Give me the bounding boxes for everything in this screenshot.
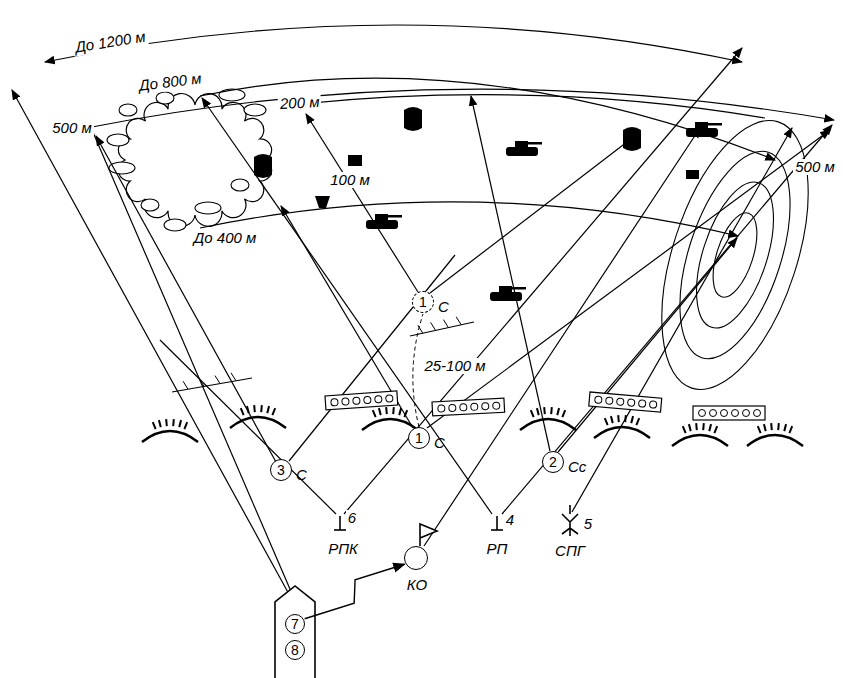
fire-line bbox=[430, 132, 640, 293]
callout-number: 2 bbox=[549, 455, 557, 469]
minefield bbox=[589, 392, 662, 412]
hill-contours bbox=[633, 103, 837, 408]
callout-number: 1 bbox=[415, 431, 423, 445]
unit-code: С bbox=[438, 299, 449, 314]
minefield bbox=[432, 398, 505, 416]
unit-code: С bbox=[296, 467, 307, 482]
callout-number: 3 bbox=[277, 463, 285, 477]
trench bbox=[230, 405, 286, 428]
spg-symbol bbox=[562, 505, 578, 536]
enemy-tank bbox=[506, 141, 542, 156]
unit-code: КО bbox=[407, 577, 427, 592]
fire-line bbox=[427, 130, 830, 428]
enemy-gun bbox=[686, 170, 699, 179]
range-arc bbox=[45, 25, 742, 62]
weapon-symbol bbox=[491, 516, 503, 530]
fire-line bbox=[96, 136, 276, 462]
callout-number: 7 bbox=[291, 617, 299, 631]
weapon-name: СПГ bbox=[553, 543, 587, 560]
range-label: До 1200 м bbox=[72, 28, 149, 56]
fire-line bbox=[160, 340, 336, 514]
enemy-tank bbox=[490, 286, 526, 301]
range-label: 200 м bbox=[278, 94, 322, 113]
trench bbox=[594, 415, 650, 438]
range-label: 100 м bbox=[328, 172, 371, 189]
enemy-tank bbox=[366, 214, 402, 229]
position-circle: 2Сс bbox=[542, 451, 564, 473]
trench bbox=[747, 423, 803, 446]
trench bbox=[520, 407, 576, 430]
weapon-symbol bbox=[334, 516, 346, 530]
weapon-number: 5 bbox=[582, 516, 594, 533]
radio-link bbox=[305, 564, 405, 619]
enemy-bunker bbox=[254, 154, 272, 178]
weapon-name: РП bbox=[485, 541, 510, 558]
range-label: 25-100 м bbox=[422, 358, 487, 375]
callout-number: 1 bbox=[419, 295, 427, 309]
fire-line bbox=[572, 128, 792, 512]
range-arc bbox=[92, 89, 834, 127]
fire-line bbox=[471, 96, 550, 451]
unit-code: Сс bbox=[568, 459, 586, 474]
range-label: 500 м bbox=[793, 159, 836, 176]
fire-line bbox=[306, 114, 418, 292]
enemy-bunker bbox=[623, 127, 641, 151]
minefield bbox=[325, 391, 398, 410]
weapon-name: РПК bbox=[326, 541, 360, 558]
weapon-number: 4 bbox=[504, 512, 516, 529]
position-circle: 7 bbox=[285, 614, 305, 634]
fire-line bbox=[12, 90, 290, 596]
fire-line bbox=[92, 130, 293, 596]
range-label: До 400 м bbox=[192, 230, 259, 247]
fire-line bbox=[344, 48, 742, 514]
position-circle: 1С bbox=[412, 291, 434, 313]
trench bbox=[362, 407, 418, 430]
position-circle: 8 bbox=[285, 640, 305, 660]
fire-line bbox=[502, 125, 832, 514]
fire-line bbox=[202, 98, 492, 514]
callout-number: 8 bbox=[291, 643, 299, 657]
range-arc bbox=[200, 202, 738, 236]
vehicle-symbol bbox=[275, 586, 315, 678]
minefield bbox=[693, 406, 765, 420]
wire-obstacle bbox=[172, 373, 252, 392]
position-circle: 3С bbox=[270, 459, 292, 481]
unit-code: С bbox=[434, 435, 445, 450]
range-arc bbox=[200, 78, 775, 160]
position-circle: КО bbox=[404, 546, 428, 570]
wire-obstacle bbox=[410, 317, 474, 336]
range-label: 500 м bbox=[50, 120, 93, 137]
range-arc bbox=[300, 95, 765, 118]
range-label: До 800 м bbox=[136, 70, 204, 94]
position-circle: 1С bbox=[408, 427, 430, 449]
enemy-tank bbox=[686, 122, 722, 137]
enemy-bunker bbox=[404, 107, 422, 131]
command-flag bbox=[420, 524, 437, 546]
trench bbox=[142, 419, 198, 442]
enemy-gun bbox=[315, 196, 330, 208]
fire-line bbox=[424, 128, 700, 546]
enemy-gun bbox=[348, 155, 362, 166]
trench bbox=[672, 423, 728, 446]
weapon-number: 6 bbox=[346, 510, 358, 527]
